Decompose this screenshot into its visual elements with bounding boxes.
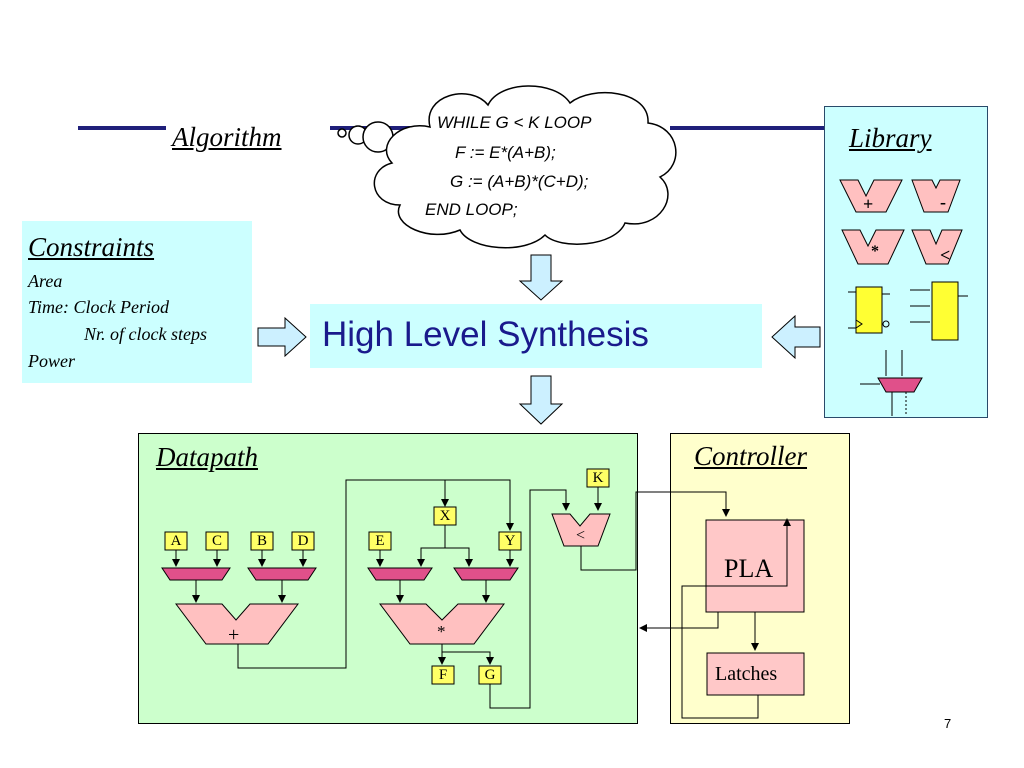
label-a: A bbox=[170, 533, 182, 549]
label-y: Y bbox=[504, 533, 516, 549]
input-c-box bbox=[205, 531, 229, 551]
pla-label: PLA bbox=[724, 554, 774, 583]
cloud-outline bbox=[373, 85, 677, 249]
library-op-times: * bbox=[871, 243, 879, 260]
latches-box bbox=[706, 652, 805, 696]
constraint-clock-steps: Nr. of clock steps bbox=[84, 324, 207, 344]
multiplier-op-label: * bbox=[437, 622, 446, 641]
comparator-op-label: < bbox=[576, 527, 586, 544]
library-latch-shape bbox=[931, 281, 959, 341]
thought-bubble-small bbox=[337, 128, 347, 138]
constraints-panel bbox=[22, 221, 252, 383]
input-k-box bbox=[586, 468, 610, 488]
library-op-minus: - bbox=[940, 192, 946, 212]
hls-to-design-arrow bbox=[518, 375, 564, 425]
code-line-2: F := E*(A+B); bbox=[455, 143, 556, 162]
adder-unit bbox=[175, 603, 299, 645]
library-multiplier-shape bbox=[841, 229, 905, 265]
library-comparator-shape bbox=[911, 229, 963, 265]
input-e-box bbox=[368, 531, 392, 551]
pla-box bbox=[705, 519, 805, 613]
constraint-clock-period: Time: Clock Period bbox=[28, 297, 169, 317]
code-line-3: G := (A+B)*(C+D); bbox=[450, 172, 589, 191]
latches-label: Latches bbox=[715, 663, 778, 685]
page-number: 7 bbox=[944, 716, 952, 731]
output-f-box bbox=[431, 665, 455, 685]
cloud-to-hls-arrow bbox=[518, 254, 564, 301]
algorithm-cloud bbox=[337, 85, 677, 249]
label-e: E bbox=[375, 533, 385, 549]
constraints-title: Constraints bbox=[28, 232, 155, 262]
adder-op-label: + bbox=[228, 624, 240, 646]
input-y-box bbox=[498, 531, 522, 551]
label-b: B bbox=[256, 533, 267, 549]
library-to-hls-arrow bbox=[771, 314, 821, 360]
hls-label: High Level Synthesis bbox=[322, 315, 649, 354]
mux-a-c bbox=[161, 567, 231, 581]
library-title: Library bbox=[849, 123, 932, 153]
code-line-4: END LOOP; bbox=[425, 200, 518, 219]
library-adder-shape bbox=[839, 179, 903, 213]
flow-arrows bbox=[257, 254, 821, 425]
label-c: C bbox=[211, 533, 222, 549]
label-g: G bbox=[484, 667, 496, 683]
constraint-area: Area bbox=[28, 271, 63, 291]
library-components bbox=[839, 179, 968, 416]
input-b-box bbox=[250, 531, 274, 551]
title-rule-right bbox=[670, 126, 830, 130]
label-x: X bbox=[439, 508, 451, 524]
multiplier-unit bbox=[379, 603, 505, 645]
code-line-1: WHILE G < K LOOP bbox=[437, 113, 592, 132]
comparator-unit bbox=[551, 513, 611, 547]
input-d-box bbox=[291, 531, 315, 551]
label-d: D bbox=[297, 533, 309, 549]
mux-e-x bbox=[367, 567, 433, 581]
input-a-box bbox=[164, 531, 188, 551]
controller-title: Controller bbox=[694, 441, 808, 471]
library-panel bbox=[824, 106, 988, 418]
algorithm-label: Algorithm bbox=[172, 122, 282, 152]
label-k: K bbox=[592, 470, 604, 486]
mux-x-y bbox=[453, 567, 519, 581]
mux-b-d bbox=[247, 567, 317, 581]
title-rule-left bbox=[78, 126, 166, 130]
label-f: F bbox=[438, 667, 448, 683]
datapath-title: Datapath bbox=[156, 442, 259, 472]
output-g-box bbox=[478, 665, 502, 685]
input-x-box bbox=[433, 506, 457, 526]
library-subtractor-shape bbox=[911, 179, 961, 213]
library-mux-shape bbox=[877, 377, 923, 393]
constraint-power: Power bbox=[28, 351, 75, 371]
library-op-less: < bbox=[940, 245, 951, 265]
hls-box bbox=[310, 304, 762, 368]
constraints-to-hls-arrow bbox=[257, 316, 307, 358]
library-op-plus: + bbox=[863, 194, 874, 214]
